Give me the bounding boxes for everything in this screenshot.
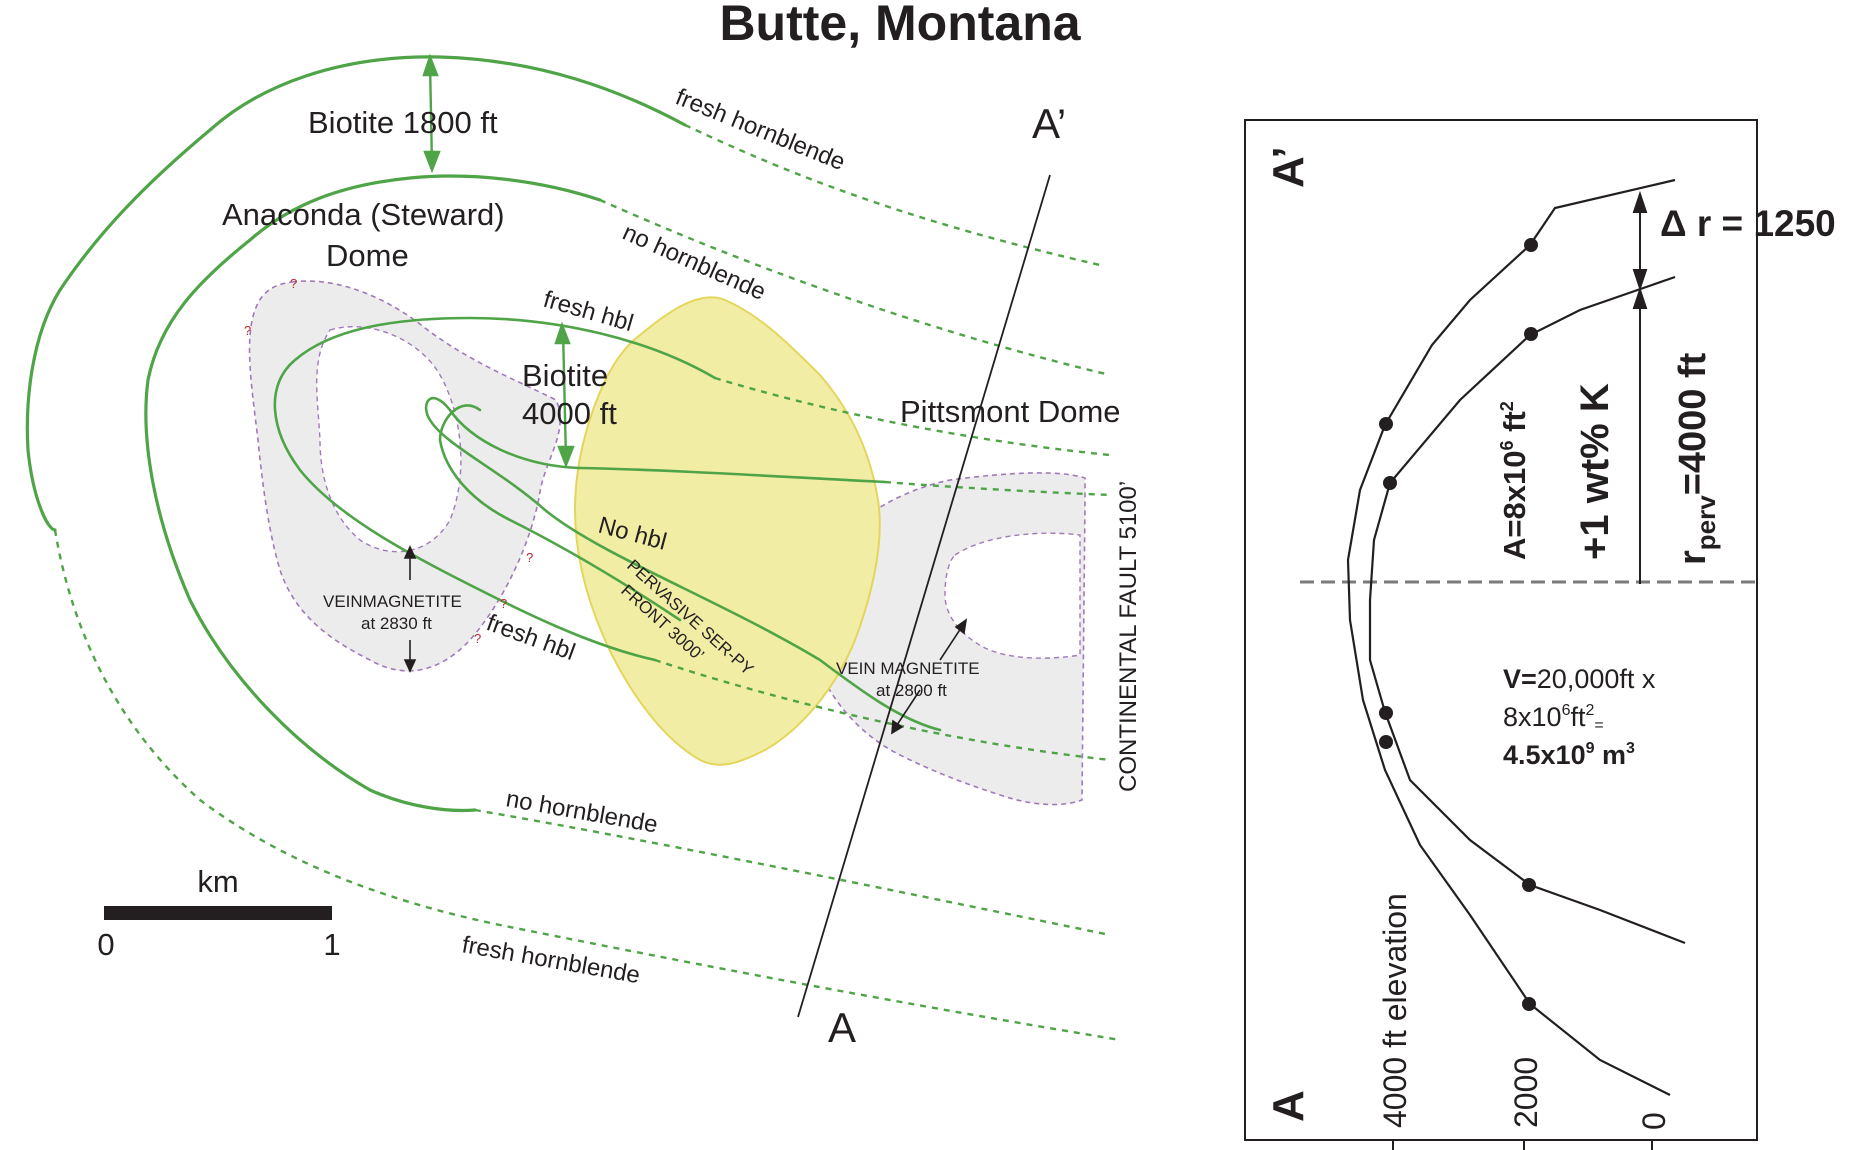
potassium-label: +1 wt% K <box>1573 383 1617 560</box>
label-anaconda-dome-line1: Anaconda (Steward) <box>222 197 505 232</box>
arrow-r-perv <box>1632 286 1648 584</box>
profile-points <box>1379 238 1538 1011</box>
isograd-no-hornblende <box>144 174 602 813</box>
profile-inner <box>1368 275 1686 945</box>
profile-outer <box>1346 178 1676 1096</box>
cross-section-panel: A’ A Δ r = 1250 A=8x106 ft2 +1 wt% K rpe… <box>1244 119 1836 1150</box>
scale-bar-end: 1 <box>323 927 340 962</box>
elevation-label: 4000 ft elevation <box>1377 893 1413 1128</box>
label-pittsmont-dome: Pittsmont Dome <box>900 394 1121 429</box>
isograd-fresh-hornblende-outer-dashed-bottom <box>53 529 1121 1042</box>
area-unit: ft <box>1497 411 1532 440</box>
isograd-fresh-hbl-inner <box>273 316 717 662</box>
label-fresh-hbl-lower: fresh hbl <box>483 609 579 666</box>
tick-label-0: 0 <box>1636 1112 1672 1130</box>
section-ticks <box>1392 1140 1653 1150</box>
area-unit-exp: 2 <box>1497 401 1517 411</box>
sericite-pyrite-zone <box>573 296 881 766</box>
label-veinmagnetite-line1: VEINMAGNETITE <box>323 592 462 611</box>
scale-bar-unit: km <box>197 864 238 899</box>
volume-line3-unit-exp: 3 <box>1626 740 1635 757</box>
label-biotite-1800: Biotite 1800 ft <box>308 105 498 140</box>
volume-line2-exp1: 6 <box>1562 702 1571 719</box>
volume-block: V=20,000ft x 8x106ft2= 4.5x109 m3 <box>1503 664 1656 770</box>
question-mark: ? <box>290 276 297 291</box>
r-symbol: r <box>1672 550 1714 565</box>
isograd-fresh-hornblende-outer-dashed-top <box>684 123 1101 267</box>
volume-line2-mid: ft <box>1570 702 1586 732</box>
volume-line1: 20,000ft x <box>1537 664 1656 694</box>
svg-text:8x106ft2=: 8x106ft2= <box>1503 702 1604 734</box>
question-mark: ? <box>474 631 481 646</box>
section-end-a-prime: A’ <box>1264 146 1313 188</box>
r-value: =4000 ft <box>1672 352 1714 495</box>
alteration-zone-right-hole <box>944 532 1081 659</box>
question-mark: ? <box>244 323 251 338</box>
label-vein-magnetite-line1: VEIN MAGNETITE <box>836 659 980 678</box>
volume-line3-unit: m <box>1595 740 1627 770</box>
arrow-biotite-4000 <box>554 321 575 469</box>
arrow-veinmagnetite-left <box>403 545 417 673</box>
isograd-no-hbl-inner-dashed <box>884 480 1111 497</box>
isograd-fresh-hbl-inner-dashed-bottom <box>654 658 1111 762</box>
svg-text:A=8x106 ft2: A=8x106 ft2 <box>1497 401 1532 560</box>
label-continental-fault: CONTINENTAL FAULT 5100’ <box>1115 481 1142 792</box>
arrow-biotite-1800 <box>422 53 441 174</box>
svg-text:V=20,000ft x: V=20,000ft x <box>1503 664 1656 694</box>
tick-label-2000: 2000 <box>1508 1057 1544 1128</box>
label-biotite-4000-line1: Biotite <box>522 358 608 393</box>
map-title: Butte, Montana <box>719 0 1081 51</box>
section-line-a-a-prime <box>797 174 1051 1018</box>
isograd-no-hornblende-dashed-top <box>599 198 1111 377</box>
label-fresh-hornblende-bottom: fresh hornblende <box>460 931 642 989</box>
scale-bar: km 0 1 <box>97 864 340 962</box>
question-mark: ? <box>500 596 507 611</box>
svg-text:rperv=4000 ft: rperv=4000 ft <box>1672 352 1721 565</box>
scale-bar-rule <box>104 906 332 920</box>
area-exp: 6 <box>1497 441 1517 451</box>
arrow-delta-r <box>1632 190 1648 292</box>
area-base: A=8x10 <box>1497 451 1532 560</box>
volume-line2-base: 8x10 <box>1503 702 1562 732</box>
volume-line2-exp2: 2 <box>1585 702 1594 719</box>
question-mark: ? <box>526 550 533 565</box>
volume-v: V= <box>1503 664 1537 694</box>
r-perv-label: rperv=4000 ft <box>1672 352 1721 565</box>
isograd-no-hornblende-dashed-bottom <box>474 808 1111 937</box>
delta-r-label: Δ r = 1250 <box>1660 203 1836 244</box>
label-vein-magnetite-line2: at 2800 ft <box>876 681 947 700</box>
map-panel: Butte, Montana <box>25 0 1142 1051</box>
label-fresh-hornblende-top: fresh hornblende <box>672 84 849 177</box>
section-end-a-prime: A’ <box>1032 100 1066 147</box>
svg-text:4.5x109 m3: 4.5x109 m3 <box>1503 740 1635 770</box>
scale-bar-start: 0 <box>97 927 114 962</box>
section-frame <box>1244 119 1758 1141</box>
label-veinmagnetite-line2: at 2830 ft <box>361 614 432 633</box>
isograd-fresh-hornblende-outer <box>25 55 687 532</box>
r-subscript: perv <box>1691 495 1721 550</box>
isograd-no-hbl-inner <box>424 396 942 732</box>
arrow-vein-magnetite-right <box>891 618 968 735</box>
label-biotite-4000-line2: 4000 ft <box>522 396 617 431</box>
label-anaconda-dome-line2: Dome <box>326 238 409 273</box>
section-end-a: A <box>828 1004 856 1051</box>
section-end-a: A <box>1264 1090 1313 1122</box>
label-no-hornblende-bottom: no hornblende <box>504 785 660 838</box>
area-label: A=8x106 ft2 <box>1497 401 1532 560</box>
volume-line3-base: 4.5x10 <box>1503 740 1586 770</box>
alteration-zone-left-hole <box>316 326 462 553</box>
volume-line3-exp: 9 <box>1586 740 1595 757</box>
isograd-biotite-4000 <box>438 404 682 622</box>
volume-line2-eq: = <box>1594 717 1603 734</box>
